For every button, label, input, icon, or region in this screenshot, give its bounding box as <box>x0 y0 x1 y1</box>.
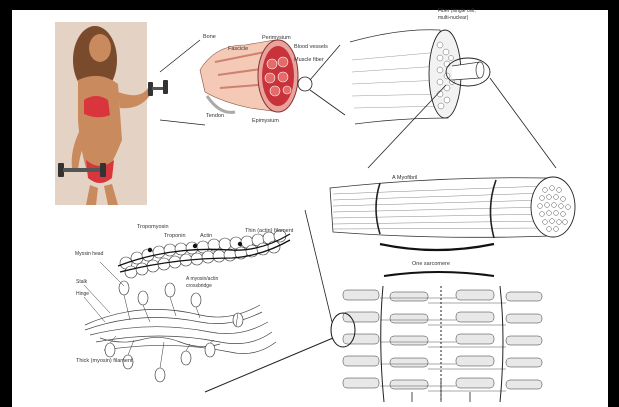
label-one-sarcomere: One sarcomere <box>412 261 450 267</box>
label-thick-filament: Thick (myosin) filament <box>76 358 133 364</box>
label-actin: Actin <box>200 233 212 239</box>
label-fascicle: Fascicle <box>228 46 248 52</box>
label-muscle-fiber: Muscle fiber <box>294 57 324 63</box>
label-tendon: Tendon <box>206 113 224 119</box>
label-epimysium: Epimysium <box>252 118 279 124</box>
label-thin-filament: Thin (actin) filament <box>245 228 294 234</box>
label-perimysium: Perimysium <box>262 35 291 41</box>
label-hinge: Hinge <box>76 291 89 297</box>
myofibril-illustration: A Myofibril <box>330 175 575 250</box>
muscle-fiber-illustration: Fiber (single cell; multi-nuclear) <box>350 8 490 124</box>
athlete-photo <box>55 22 168 205</box>
sarcomere-illustration: One sarcomere <box>331 261 551 403</box>
label-tropomyosin: Tropomyosin <box>137 224 169 230</box>
label-crossbridge-line2: crossbridge <box>186 283 212 289</box>
label-myofibril: A Myofibril <box>392 175 417 181</box>
label-bone: Bone <box>203 34 216 40</box>
label-troponin: Troponin <box>164 233 186 239</box>
label-stalk: Stalk <box>76 279 88 285</box>
whole-muscle-illustration: Bone Fascicle Perimysium Blood vessels M… <box>200 34 328 124</box>
label-crossbridge-line1: A myosin/actin <box>186 276 218 282</box>
label-fiber-line2: multi-nuclear) <box>438 15 469 21</box>
filament-illustration: Tropomyosin Troponin Actin Thin (actin) … <box>75 224 294 382</box>
dumbbell-upper <box>148 80 168 96</box>
label-fiber-line1: Fiber (single cell; <box>438 8 476 14</box>
label-blood-vessels: Blood vessels <box>294 44 328 50</box>
label-myosin-head: Myosin head <box>75 251 104 257</box>
